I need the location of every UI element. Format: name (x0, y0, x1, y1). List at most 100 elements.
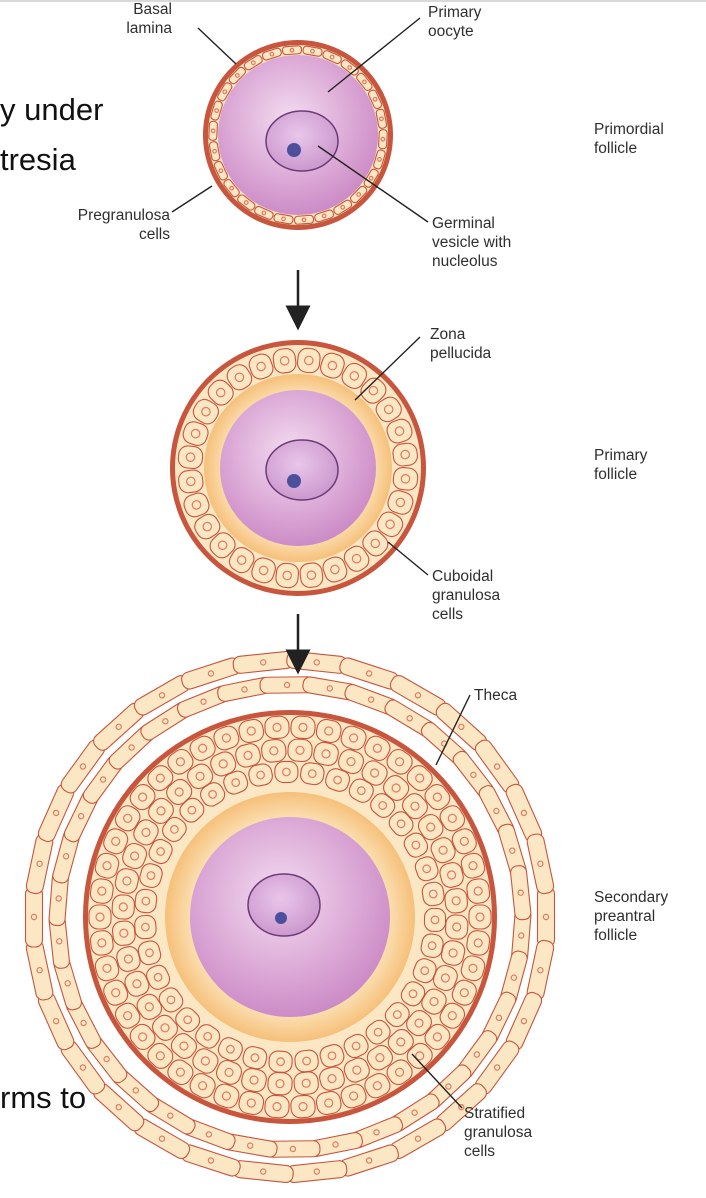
germinal-vesicle-3 (247, 873, 321, 937)
granulosa-cell (114, 1002, 141, 1029)
stratified-granulosa-cells (88, 715, 492, 1119)
granulosa-cell (386, 748, 413, 775)
granulosa-cell (217, 1037, 243, 1062)
granulosa-cell (348, 778, 374, 803)
granulosa-cell (213, 1083, 240, 1109)
granulosa-cell (242, 1046, 268, 1070)
cuboidal-cell (377, 511, 404, 538)
theca-cell (222, 1133, 278, 1158)
primordial-follicle (203, 40, 393, 230)
cuboidal-cell (182, 421, 209, 446)
theca-cell (536, 886, 556, 948)
granulosa-cell (337, 749, 365, 775)
pregranulosa-cell (363, 168, 379, 188)
cuboidal-cell (322, 556, 348, 583)
cuboidal-cell (207, 379, 234, 406)
top-border (0, 0, 706, 2)
granulosa-cell (406, 765, 433, 792)
cuboidal-cell (183, 492, 210, 518)
granulosa-cell (366, 1044, 393, 1071)
pregranulosa-cell (378, 129, 388, 150)
granulosa-cell (460, 955, 486, 982)
granulosa-cell (423, 907, 447, 932)
granulosa-cell (114, 868, 140, 894)
cuboidal-cell (299, 562, 324, 588)
granulosa-cell (114, 805, 141, 832)
granulosa-cell (103, 979, 129, 1006)
granulosa-cell (406, 1010, 432, 1037)
granulosa-cell (387, 1029, 414, 1055)
granulosa-cell (468, 904, 492, 930)
germinal-vesicle (265, 110, 339, 172)
theca-cell (510, 865, 532, 921)
nucleolus (287, 143, 301, 157)
leader-primary-oocyte (327, 17, 421, 93)
granulosa-cell (267, 1071, 293, 1096)
label-stratified-granulosa: Stratified granulosa cells (464, 1105, 533, 1160)
pregranulosa-cell (208, 120, 218, 141)
cuboidal-cell (228, 547, 255, 574)
pregranulosa-cell (375, 108, 388, 129)
granulosa-cell (94, 852, 120, 879)
granulosa-cell (158, 987, 184, 1013)
granulosa-cell (420, 933, 444, 959)
granulosa-cell (340, 725, 367, 751)
granulosa-cell (133, 819, 159, 846)
slide-text-line-1: y under (0, 92, 104, 127)
cuboidal-cell (320, 352, 345, 379)
nucleolus-2 (287, 474, 301, 488)
granulosa-cell (189, 735, 216, 761)
pregranulosa-cell (237, 194, 256, 211)
theca-cells (24, 650, 556, 1184)
pregranulosa-cell (356, 72, 373, 92)
pregranulosa-cell (350, 185, 368, 204)
granulosa-cell (440, 940, 466, 966)
pregranulosa-cell (302, 45, 323, 57)
granulosa-cell (139, 863, 163, 889)
granulosa-cell (315, 718, 342, 744)
granulosa-cell (192, 1048, 219, 1074)
pregranulosa-cell (261, 47, 282, 61)
pregranulosa-cell (314, 209, 335, 223)
granulosa-cell (264, 715, 290, 740)
cuboidal-cell (375, 396, 402, 423)
granulosa-cell (238, 718, 265, 744)
granulosa-cell (213, 725, 240, 751)
cuboidal-cell (386, 418, 413, 444)
granulosa-cell (94, 955, 120, 982)
granulosa-cell (148, 797, 174, 824)
theca-cell (24, 886, 44, 948)
cuboidal-cell (178, 469, 204, 494)
granulosa-cell (364, 1073, 391, 1099)
granulosa-cell (388, 811, 414, 837)
leader-germinal-vesicle (317, 145, 429, 223)
cuboidal-cell (194, 513, 221, 540)
theca-cell (526, 833, 555, 895)
stage-primary: Primary follicle (594, 447, 648, 483)
granulosa-cell (148, 838, 173, 865)
granulosa-cell (319, 1044, 345, 1068)
label-basal-lamina: Basal lamina (126, 1, 172, 37)
leader-zona (354, 336, 421, 401)
theca-cell (526, 939, 555, 1001)
granulosa-cell (293, 1071, 319, 1096)
leader-stratified (411, 1053, 463, 1109)
pregranulosa-cell (223, 178, 240, 198)
cuboidal-cell (177, 445, 204, 470)
pregranulosa-cell (333, 199, 353, 215)
leader-pregranulosa (171, 185, 213, 213)
cuboidal-cell (341, 362, 368, 389)
granulosa-cell (343, 1033, 369, 1059)
cuboidal-cell (343, 545, 370, 572)
granulosa-cell (89, 930, 114, 956)
granulosa-cell (439, 862, 464, 888)
granulosa-cell (466, 878, 491, 904)
label-theca: Theca (474, 687, 518, 704)
granulosa-cell (189, 1073, 216, 1099)
granulosa-cell (215, 1059, 243, 1085)
granulosa-cell (162, 816, 187, 842)
cuboidal-cell (275, 562, 300, 589)
theca-cell (232, 1160, 294, 1184)
granulosa-cell (439, 1002, 466, 1029)
